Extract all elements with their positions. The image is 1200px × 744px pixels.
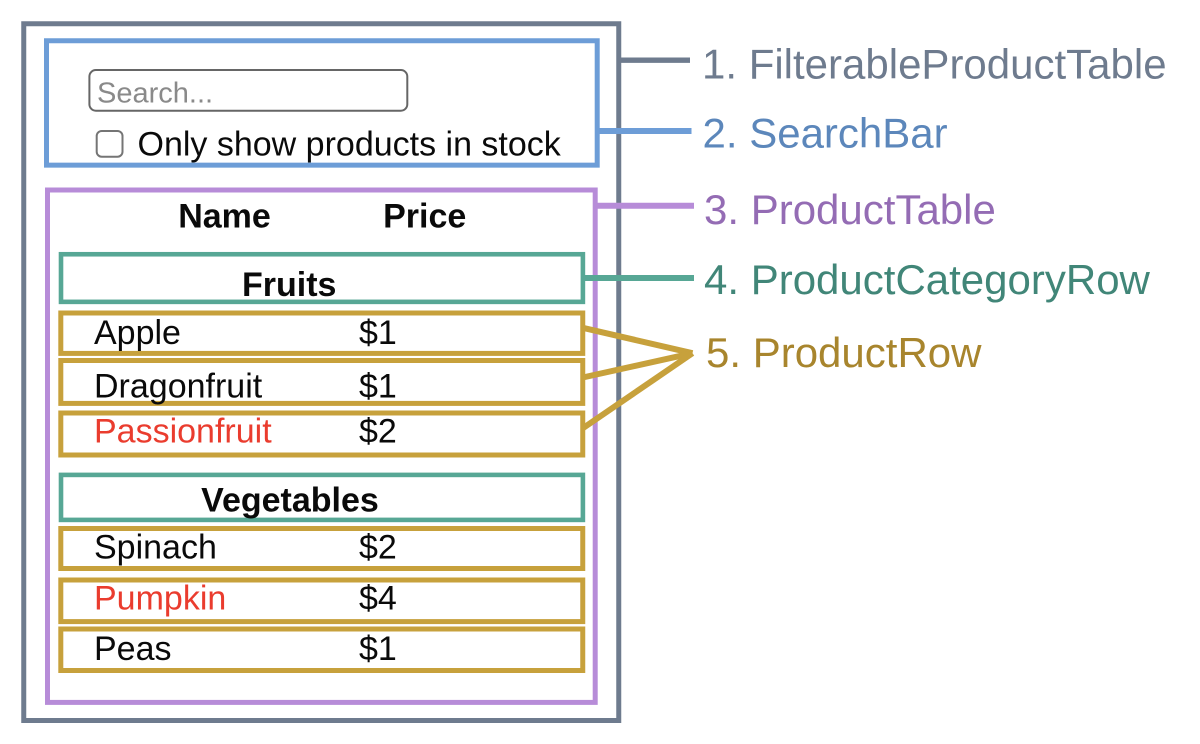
svg-text:Name: Name (178, 198, 271, 236)
svg-text:Peas: Peas (94, 630, 172, 668)
svg-text:$1: $1 (359, 368, 397, 406)
svg-text:Spinach: Spinach (94, 528, 217, 566)
svg-text:2. SearchBar: 2. SearchBar (703, 109, 948, 156)
svg-text:Search...: Search... (97, 78, 213, 110)
svg-text:Dragonfruit: Dragonfruit (94, 368, 263, 406)
svg-text:Only show products in stock: Only show products in stock (138, 126, 562, 164)
svg-text:Vegetables: Vegetables (201, 482, 379, 520)
svg-text:$2: $2 (359, 413, 397, 451)
svg-text:$1: $1 (359, 314, 397, 352)
svg-text:Fruits: Fruits (242, 266, 336, 304)
svg-text:1. FilterableProductTable: 1. FilterableProductTable (702, 40, 1167, 87)
svg-text:$1: $1 (359, 630, 397, 668)
svg-text:3. ProductTable: 3. ProductTable (704, 186, 996, 233)
svg-text:Pumpkin: Pumpkin (94, 579, 226, 617)
svg-text:$4: $4 (359, 579, 397, 617)
svg-text:5. ProductRow: 5. ProductRow (706, 329, 982, 376)
svg-text:Apple: Apple (94, 314, 181, 352)
svg-text:4. ProductCategoryRow: 4. ProductCategoryRow (704, 256, 1151, 303)
svg-text:Passionfruit: Passionfruit (94, 413, 272, 451)
svg-text:$2: $2 (359, 528, 397, 566)
svg-text:Price: Price (383, 198, 466, 236)
